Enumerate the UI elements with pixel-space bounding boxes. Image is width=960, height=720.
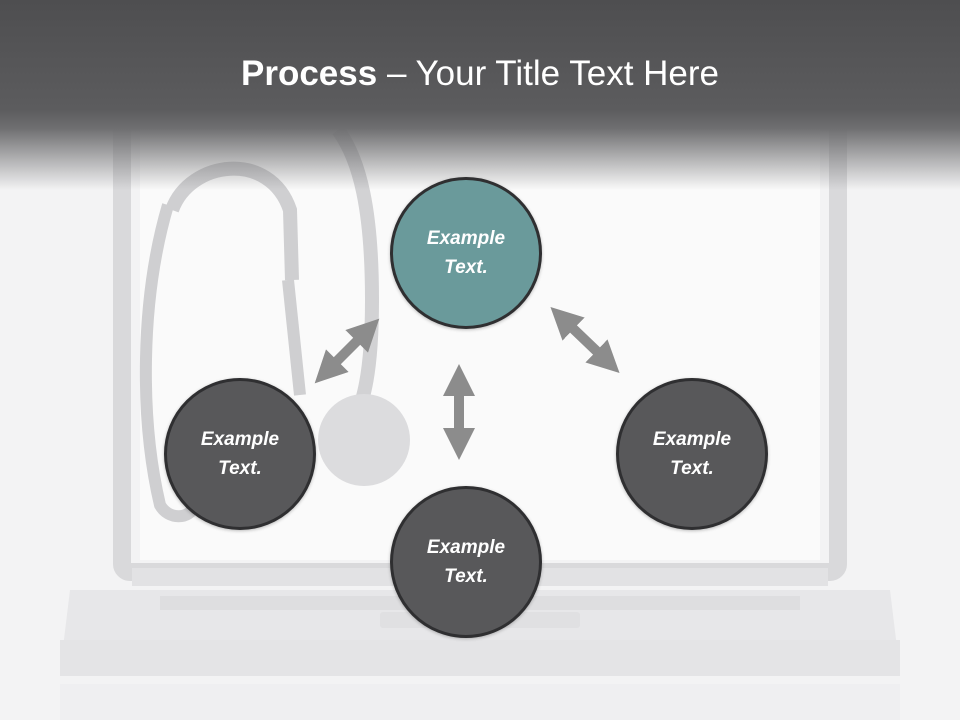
slide-title: Process – Your Title Text Here bbox=[0, 52, 960, 96]
node-top-line1: Example bbox=[426, 228, 506, 249]
node-bottom-line1: Example bbox=[426, 537, 506, 558]
title-bar bbox=[0, 0, 960, 190]
node-left-text: Example Text. bbox=[185, 425, 295, 483]
arrow-top-right bbox=[550, 306, 620, 374]
node-right-text: Example Text. bbox=[637, 425, 747, 483]
node-top-text: Example Text. bbox=[411, 224, 521, 282]
node-top-line2: Text. bbox=[444, 257, 488, 278]
node-right-line2: Text. bbox=[670, 458, 714, 479]
arrow-top-left bbox=[314, 318, 380, 384]
process-node-right: Example Text. bbox=[616, 378, 768, 530]
node-left-line2: Text. bbox=[218, 458, 262, 479]
node-right-line1: Example bbox=[652, 429, 732, 450]
process-node-left: Example Text. bbox=[164, 378, 316, 530]
title-dash: – bbox=[377, 54, 416, 93]
title-rest: Your Title Text Here bbox=[415, 54, 720, 93]
node-left-line1: Example bbox=[200, 429, 280, 450]
process-node-bottom: Example Text. bbox=[390, 486, 542, 638]
process-node-top: Example Text. bbox=[390, 177, 542, 329]
node-bottom-line2: Text. bbox=[444, 566, 488, 587]
node-bottom-text: Example Text. bbox=[411, 533, 521, 591]
title-bold-part: Process bbox=[241, 54, 378, 93]
